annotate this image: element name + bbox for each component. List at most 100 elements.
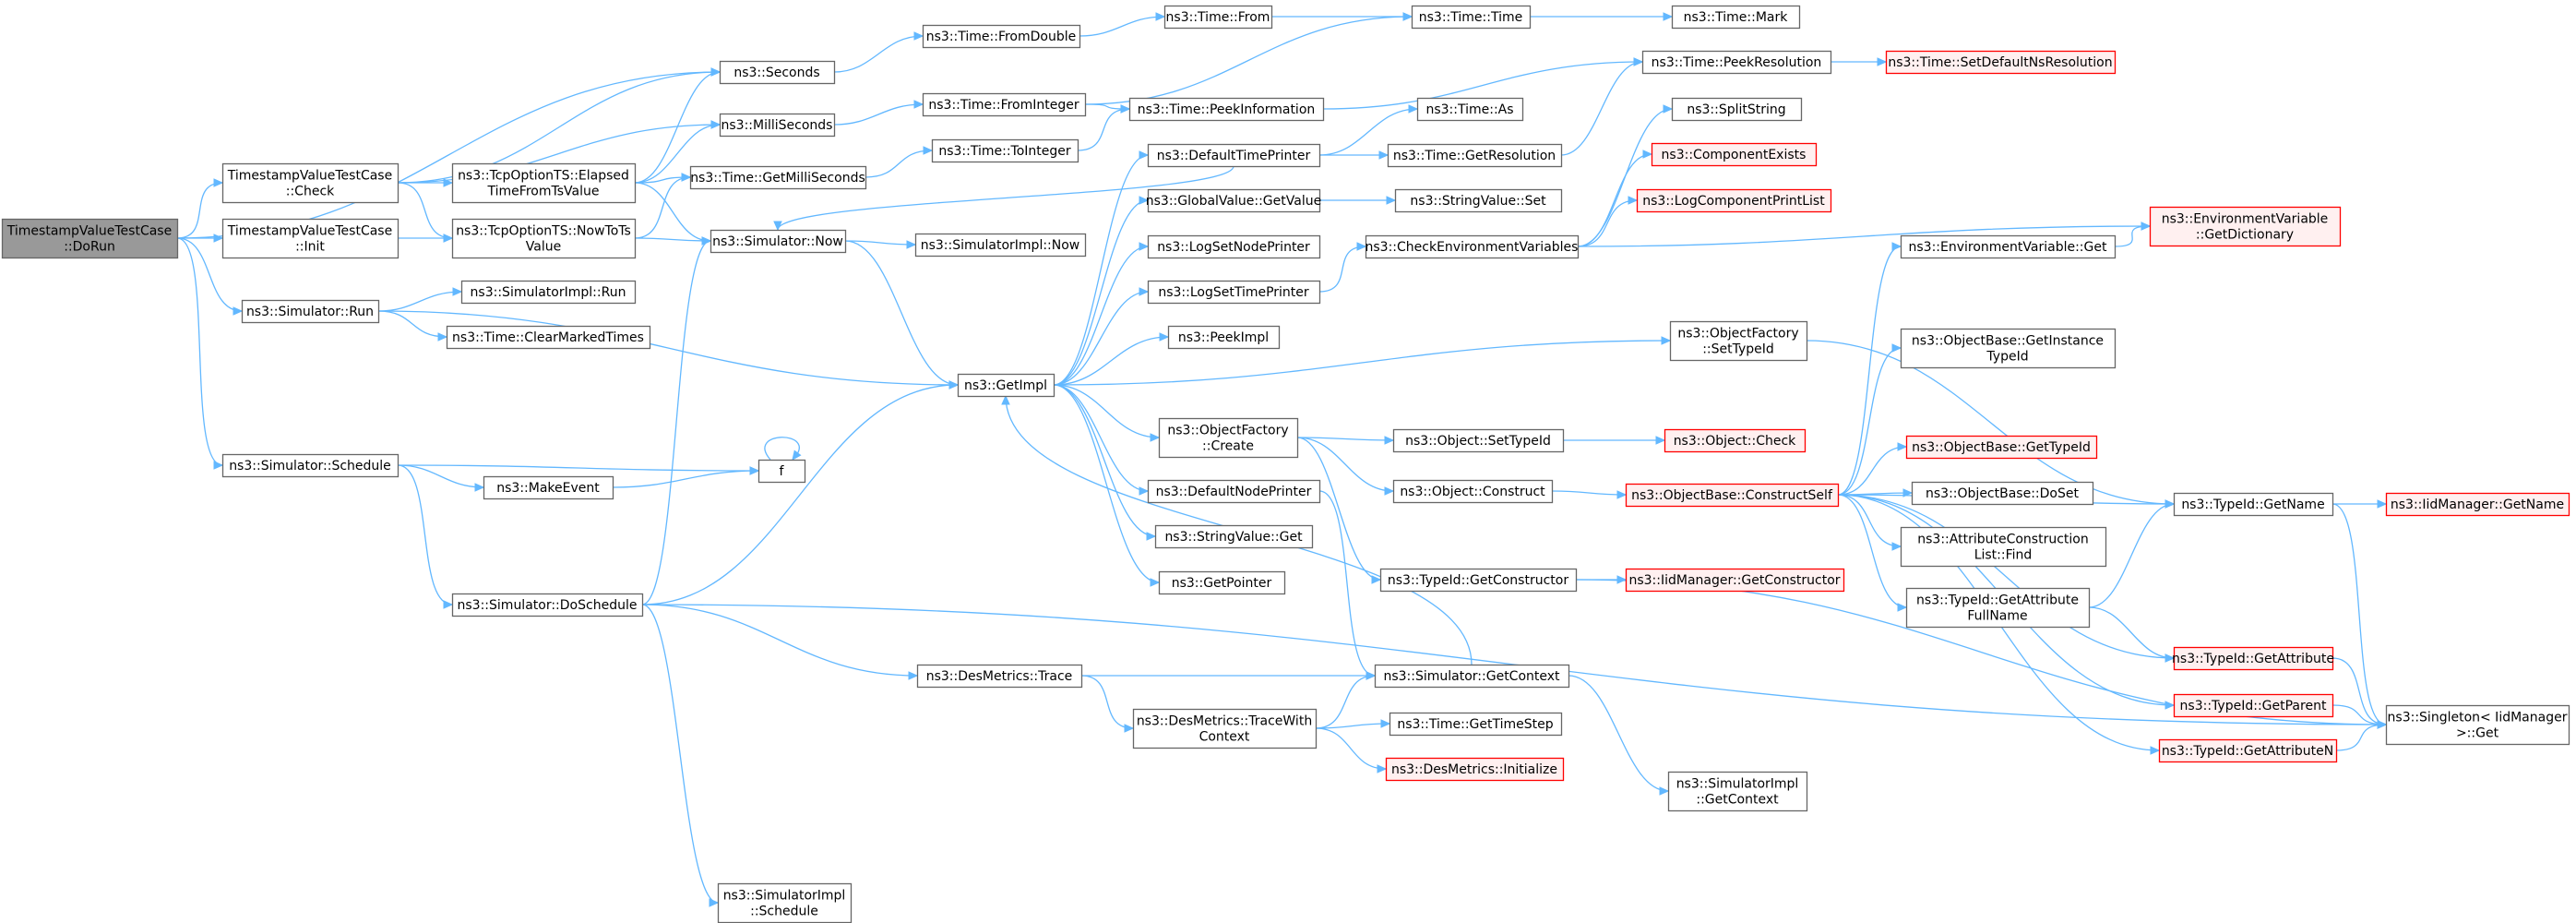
node-singleton-get[interactable]: ns3::Singleton< IidManager >::Get — [2385, 704, 2570, 746]
node-box — [1154, 524, 1314, 549]
node-ob-constructself[interactable]: ns3::ObjectBase::ConstructSelf — [1625, 483, 1840, 508]
node-box — [1147, 479, 1321, 504]
edge-sim-run-to-getimpl — [377, 310, 960, 390]
node-root[interactable]: TimestampValueTestCase::DoRun — [1, 218, 179, 259]
node-checkenv[interactable]: ns3::CheckEnvironmentVariables — [1366, 234, 1580, 259]
node-objfactory-settypeid[interactable]: ns3::ObjectFactory::SetTypeId — [1669, 320, 1808, 362]
arrowhead — [948, 380, 960, 390]
node-label: ns3::ComponentExists — [1662, 148, 1807, 162]
arrowhead — [773, 221, 782, 232]
arrowhead — [2150, 746, 2161, 755]
edge-getimpl-to-deftimeprinter — [1053, 150, 1150, 386]
node-frominteger[interactable]: ns3::Time::FromInteger — [922, 92, 1087, 117]
node-box — [1911, 481, 2094, 506]
node-label: >::Get — [2456, 726, 2499, 741]
node-box — [460, 280, 637, 305]
node-sim-getcontext[interactable]: ns3::Simulator::GetContext — [1374, 664, 1570, 689]
node-typeid-getctor[interactable]: ns3::TypeId::GetConstructor — [1379, 568, 1578, 593]
node-fromdouble[interactable]: ns3::Time::FromDouble — [922, 24, 1081, 49]
node-logsettime[interactable]: ns3::LogSetTimePrinter — [1147, 280, 1321, 305]
arrowhead — [710, 67, 722, 77]
node-label: ns3::TypeId::GetParent — [2180, 699, 2327, 713]
arrowhead — [1891, 242, 1902, 251]
node-simimpl-run[interactable]: ns3::SimulatorImpl::Run — [460, 280, 637, 305]
node-gv-getvalue[interactable]: ns3::GlobalValue::GetValue — [1146, 188, 1321, 213]
node-box — [1147, 234, 1321, 259]
node-setdefaultres[interactable]: ns3::Time::SetDefaultNsResolution — [1885, 50, 2117, 75]
node-envvar-get[interactable]: ns3::EnvironmentVariable::Get — [1900, 234, 2117, 259]
node-millis[interactable]: ns3::MilliSeconds — [719, 113, 836, 138]
node-iid-getname[interactable]: ns3::IidManager::GetName — [2385, 492, 2570, 517]
node-tvtc-check[interactable]: TimestampValueTestCase::Check — [221, 162, 400, 204]
node-simimpl-schedule[interactable]: ns3::SimulatorImpl::Schedule — [717, 882, 853, 923]
node-box — [2149, 206, 2342, 247]
node-defnodeprinter[interactable]: ns3::DefaultNodePrinter — [1147, 479, 1321, 504]
node-tvtc-init[interactable]: TimestampValueTestCase::Init — [221, 218, 400, 259]
node-doschedule[interactable]: ns3::Simulator::DoSchedule — [451, 593, 644, 617]
node-sim-run[interactable]: ns3::Simulator::Run — [241, 299, 380, 324]
arrowhead — [1159, 332, 1170, 342]
node-deftimeprinter[interactable]: ns3::DefaultTimePrinter — [1147, 143, 1321, 168]
node-peekinfo[interactable]: ns3::Time::PeekInformation — [1128, 97, 1325, 122]
arrowhead — [474, 483, 485, 492]
node-label: ns3::Object::SetTypeId — [1405, 434, 1551, 449]
node-obj-construct[interactable]: ns3::Object::Construct — [1392, 479, 1554, 504]
node-label: ns3::DesMetrics::Initialize — [1391, 762, 1557, 777]
node-label: TimeFromTsValue — [487, 185, 600, 199]
node-simimpl-getcontext[interactable]: ns3::SimulatorImpl::GetContext — [1667, 771, 1808, 812]
node-splitstring[interactable]: ns3::SplitString — [1671, 97, 1803, 122]
node-typeid-getattr[interactable]: ns3::TypeId::GetAttribute — [2172, 646, 2334, 671]
node-peekimpl[interactable]: ns3::PeekImpl — [1167, 325, 1281, 350]
arrowhead — [1663, 104, 1674, 114]
node-box — [2173, 693, 2334, 718]
node-logcompprint[interactable]: ns3::LogComponentPrintList — [1636, 188, 1832, 213]
node-label: ns3::ObjectBase::DoSet — [1926, 486, 2079, 501]
node-getpointer[interactable]: ns3::GetPointer — [1158, 570, 1286, 595]
node-obj-settypeid[interactable]: ns3::Object::SetTypeId — [1392, 428, 1565, 453]
node-seconds[interactable]: ns3::Seconds — [719, 60, 836, 85]
node-ob-gettypeid[interactable]: ns3::ObjectBase::GetTypeId — [1905, 435, 2098, 460]
node-box — [757, 459, 806, 484]
node-time-time[interactable]: ns3::Time::Time — [1411, 5, 1532, 30]
node-getresolution[interactable]: ns3::Time::GetResolution — [1387, 143, 1563, 168]
node-typeid-getname[interactable]: ns3::TypeId::GetName — [2173, 492, 2334, 517]
node-tointeger[interactable]: ns3::Time::ToInteger — [931, 138, 1079, 163]
node-peekres[interactable]: ns3::Time::PeekResolution — [1641, 50, 1832, 75]
node-getms[interactable]: ns3::Time::GetMilliSeconds — [689, 165, 867, 190]
node-clearmarked[interactable]: ns3::Time::ClearMarkedTimes — [446, 325, 651, 350]
node-label: ns3::Time::FromDouble — [926, 30, 1077, 44]
node-box — [221, 162, 400, 204]
node-obj-check[interactable]: ns3::Object::Check — [1664, 428, 1807, 453]
node-time-as[interactable]: ns3::Time::As — [1416, 97, 1524, 122]
node-stringvalue-get[interactable]: ns3::StringValue::Get — [1154, 524, 1314, 549]
node-ob-doset[interactable]: ns3::ObjectBase::DoSet — [1911, 481, 2094, 506]
node-typeid-getattrn[interactable]: ns3::TypeId::GetAttributeN — [2158, 738, 2338, 763]
node-label: ns3::SplitString — [1687, 102, 1785, 117]
node-simimpl-now[interactable]: ns3::SimulatorImpl::Now — [914, 233, 1087, 258]
node-desm-trace[interactable]: ns3::DesMetrics::Trace — [916, 664, 1083, 689]
node-gettimestep[interactable]: ns3::Time::GetTimeStep — [1389, 712, 1563, 737]
node-typeid-getparent[interactable]: ns3::TypeId::GetParent — [2173, 693, 2334, 718]
node-sim-now[interactable]: ns3::Simulator::Now — [710, 229, 847, 254]
node-f[interactable]: f — [757, 459, 806, 484]
node-desm-init[interactable]: ns3::DesMetrics::Initialize — [1385, 757, 1565, 782]
node-getimpl[interactable]: ns3::GetImpl — [957, 373, 1055, 398]
node-label: ns3::Time::ToInteger — [938, 144, 1071, 159]
node-sim-schedule[interactable]: ns3::Simulator::Schedule — [221, 453, 400, 478]
node-objfactory-create[interactable]: ns3::ObjectFactory::Create — [1158, 417, 1299, 459]
node-compexists[interactable]: ns3::ComponentExists — [1651, 142, 1818, 167]
node-time-mark[interactable]: ns3::Time::Mark — [1671, 5, 1801, 30]
node-iid-getctor[interactable]: ns3::IidManager::GetConstructor — [1625, 568, 1845, 593]
node-logsetnode[interactable]: ns3::LogSetNodePrinter — [1147, 234, 1321, 259]
node-makeevent[interactable]: ns3::MakeEvent — [483, 475, 614, 500]
node-stringvalue-set[interactable]: ns3::StringValue::Set — [1394, 188, 1563, 213]
edge-gv-getvalue-to-stringvalue-set — [1319, 196, 1397, 205]
node-envvar-getdict[interactable]: ns3::EnvironmentVariable::GetDictionary — [2149, 206, 2342, 247]
node-time-from[interactable]: ns3::Time::From — [1163, 5, 1273, 30]
